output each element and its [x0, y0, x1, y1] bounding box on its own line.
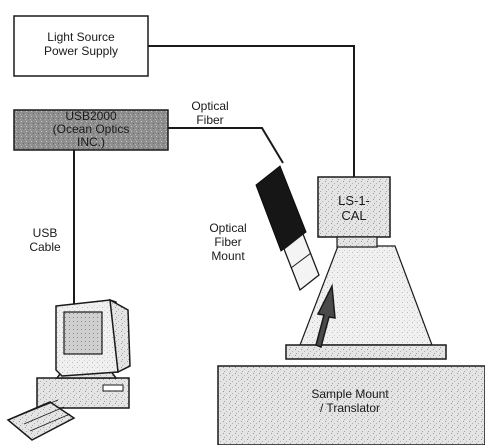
ls-1-cal-label-line2: CAL	[341, 208, 367, 223]
connection-lines	[73, 45, 355, 310]
sample-plate	[285, 344, 447, 360]
light-source-label-line2: Power Supply	[43, 44, 119, 58]
optical-fiber-label-line2: Fiber	[196, 113, 224, 127]
usb-cable-label-line1: USB	[32, 226, 58, 240]
usb2000-spectrometer-box	[13, 109, 169, 151]
optical-fiber-mount-icon	[255, 165, 320, 292]
usb-cable-label-line2: Cable	[29, 240, 61, 254]
sample-mount-label-line1: Sample Mount	[311, 387, 389, 401]
light-path-arrow-icon	[315, 283, 336, 349]
optical-fiber-label: Optical Fiber	[180, 99, 240, 127]
usb2000-label-line2: (Ocean Optics	[52, 122, 130, 136]
computer-icon	[6, 298, 131, 441]
optical-fiber-mount-label: Optical Fiber Mount	[198, 221, 258, 263]
usb-cable-label: USB Cable	[20, 226, 70, 254]
optical-fiber-mount-label-line2: Fiber	[214, 235, 242, 249]
optical-fiber-mount-label-line3: Mount	[211, 249, 245, 263]
light-source-power-supply-label: Light Source Power Supply	[14, 30, 148, 58]
sample-mount-translator-block	[217, 365, 485, 445]
optical-fiber-cable	[168, 127, 284, 164]
usb2000-label-line1: USB2000	[65, 109, 117, 123]
usb2000-label: USB2000 (Ocean Optics INC.)	[14, 110, 168, 149]
ls-1-cal-lamp-housing	[317, 176, 391, 238]
ls-1-cal-label-line1: LS-1-	[338, 193, 370, 208]
power-cable	[148, 45, 355, 177]
light-source-power-supply-box	[13, 15, 149, 77]
usb2000-label-line3: INC.)	[77, 135, 105, 149]
sample-mount-label-line2: / Translator	[319, 401, 381, 415]
ls-1-cal-label: LS-1- CAL	[318, 193, 390, 223]
optical-fiber-label-line1: Optical	[191, 99, 229, 113]
light-source-label-line1: Light Source	[47, 30, 115, 44]
ls-1-cal-lamp-neck	[336, 236, 378, 248]
sample-mount-label: Sample Mount / Translator	[260, 387, 440, 415]
optical-fiber-mount-label-line1: Optical	[209, 221, 247, 235]
